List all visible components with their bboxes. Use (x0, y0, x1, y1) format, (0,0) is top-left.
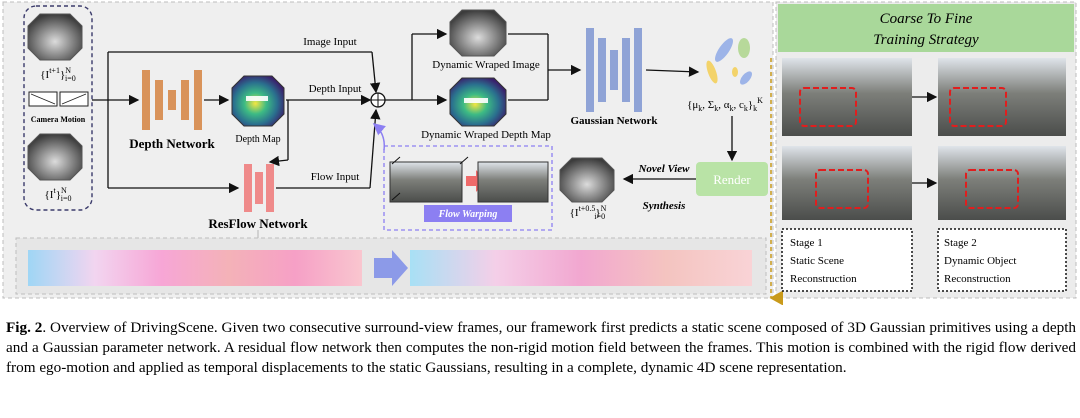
depth-input-label: Depth Input (309, 83, 362, 95)
stage2-line1: Stage 2 (944, 237, 977, 249)
flow-strip-right (410, 250, 752, 286)
flow-warping-image-b (477, 161, 549, 203)
flow-warping-box (383, 145, 553, 231)
caption-label: Fig. 2 (6, 319, 43, 336)
input-frame-next-thumb (27, 13, 83, 61)
stage1-image-top (782, 58, 912, 136)
flow-strip-left (28, 250, 362, 286)
depth-network-label: Depth Network (129, 136, 215, 151)
figure-caption: Fig. 2. Overview of DrivingScene. Given … (6, 318, 1076, 378)
stage2-line2: Dynamic Object (944, 255, 1016, 267)
stage2-box (937, 228, 1067, 292)
depth-network-icon (142, 70, 202, 130)
input-frame-current-thumb (27, 133, 83, 181)
depth-map-label: Depth Map (235, 134, 280, 145)
stage1-box (781, 228, 913, 292)
flow-warping-label: Flow Warping (438, 209, 498, 220)
gaussian-network-label: Gaussian Network (570, 115, 658, 127)
stage1-line2: Static Scene (790, 255, 844, 267)
stage2-highlight-top (949, 87, 1007, 127)
stage2-line3: Reconstruction (944, 273, 1011, 285)
image-input-label: Image Input (303, 36, 356, 48)
stage1-line1: Stage 1 (790, 237, 823, 249)
render-box (696, 162, 768, 196)
flow-strip-arrow-icon (374, 250, 408, 286)
resflow-network-label: ResFlow Network (208, 216, 308, 231)
gaussian-network-icon (586, 28, 642, 112)
stage1-highlight-bottom (815, 169, 869, 209)
stage1-line3: Reconstruction (790, 273, 857, 285)
novel-view-label-2: Synthesis (643, 200, 686, 212)
input-frames-box (23, 5, 93, 211)
render-label: Render (713, 172, 751, 187)
novel-view-label-1: Novel View (637, 163, 690, 175)
stage2-highlight-bottom (965, 169, 1019, 209)
strategy-title-1: Coarse To Fine (880, 11, 973, 27)
stage2-image-bottom (938, 146, 1066, 220)
flow-warping-image-a (389, 161, 463, 203)
stage2-image-top (938, 58, 1066, 136)
warped-image-label: Dynamic Wraped Image (432, 59, 540, 71)
camera-motion-label: Camera Motion (31, 115, 86, 124)
warped-image-thumb (449, 9, 507, 57)
stage1-highlight-top (799, 87, 857, 127)
gaussian-primitives-icon (706, 38, 752, 85)
flow-warping-tag (424, 205, 512, 222)
flow-input-label: Flow Input (311, 171, 360, 183)
caption-text: . Overview of DrivingScene. Given two co… (6, 319, 1077, 376)
output-frame-thumb (559, 157, 615, 203)
strategy-title-2: Training Strategy (873, 32, 979, 48)
warped-depth-label: Dynamic Wraped Depth Map (421, 129, 551, 141)
strategy-header (778, 4, 1074, 52)
resflow-network-icon (244, 164, 274, 212)
